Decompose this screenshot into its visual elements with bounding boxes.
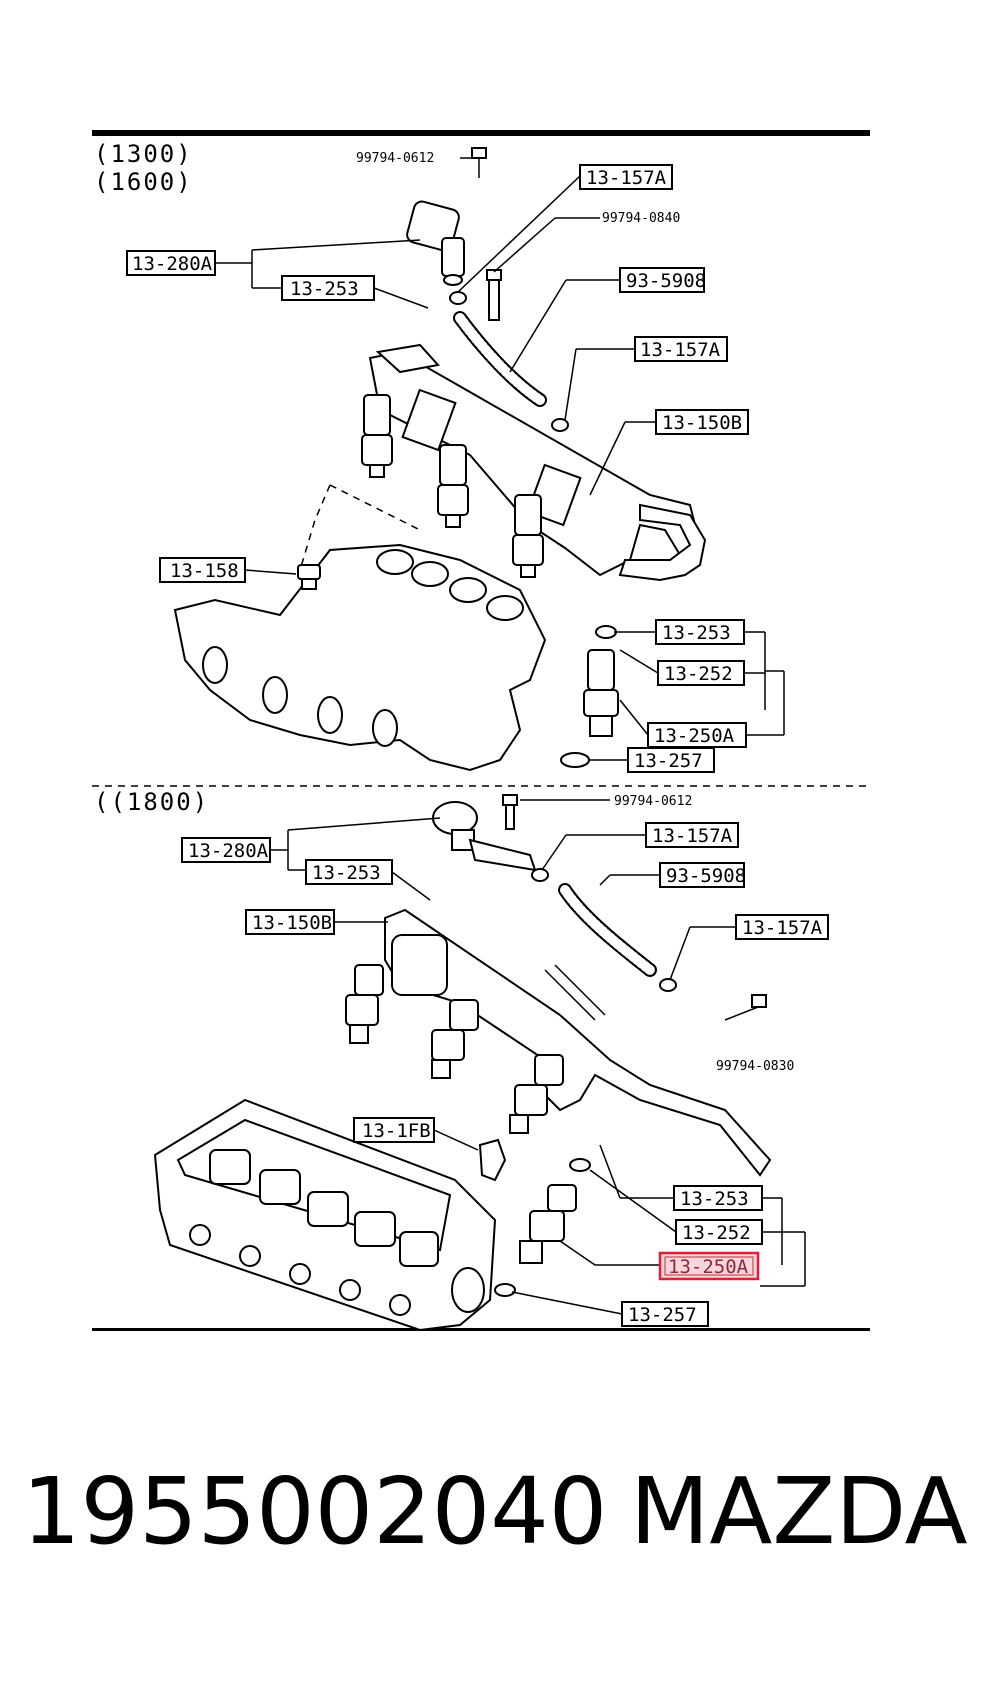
label-bolt-top-a: 99794-0612	[356, 151, 434, 166]
bottom-assembly	[153, 794, 806, 1332]
callout-bottom-insulator[interactable]: 13-257	[621, 1301, 709, 1327]
rail-injector-1	[361, 394, 393, 478]
callout-top-seal[interactable]: 13-252	[657, 660, 745, 686]
top-assembly	[173, 147, 785, 772]
intake-manifold	[173, 543, 547, 772]
callout-bottom-clip-a[interactable]: 13-157A	[645, 822, 739, 848]
section-label-1300: (1300)	[94, 140, 193, 168]
clip-bottom-a	[531, 868, 549, 882]
rail-injector-3	[512, 494, 544, 578]
svg-text:13-257: 13-257	[628, 1304, 697, 1326]
svg-text:13-253: 13-253	[290, 278, 359, 300]
callout-top-regulator[interactable]: 13-280A	[126, 250, 216, 276]
bolt-bottom-a	[502, 794, 518, 830]
brand-name: MAZDA	[630, 1458, 968, 1565]
clip-top-b	[551, 418, 569, 432]
section-label-1600: (1600)	[94, 168, 193, 196]
svg-text:13-253: 13-253	[662, 622, 731, 644]
callout-top-oring-a[interactable]: 13-253	[281, 275, 375, 301]
rail-injector-b2	[431, 999, 479, 1079]
svg-text:13-252: 13-252	[664, 663, 733, 685]
svg-text:93-5908: 93-5908	[626, 270, 706, 292]
callout-bottom-sensor[interactable]: 13-1FB	[353, 1117, 435, 1143]
svg-text:13-257: 13-257	[634, 750, 703, 772]
callout-top-rail[interactable]: 13-150B	[655, 409, 749, 435]
part-number: 1955002040	[22, 1458, 608, 1565]
pressure-regulator-top	[406, 200, 465, 286]
callout-bottom-oring-b[interactable]: 13-253	[673, 1185, 763, 1211]
svg-text:13-252: 13-252	[682, 1222, 751, 1244]
top-rule	[92, 130, 870, 136]
callout-top-clip-a[interactable]: 13-157A	[579, 164, 673, 190]
callout-bottom-injector-highlighted[interactable]: 13-250A	[658, 1251, 760, 1281]
label-bolt-bottom-a: 99794-0612	[614, 794, 692, 809]
exploded-injector-bottom	[494, 1158, 591, 1297]
callout-top-oring-b[interactable]: 13-253	[655, 619, 745, 645]
svg-text:13-250A: 13-250A	[654, 725, 735, 747]
callout-top-injector[interactable]: 13-250A	[647, 722, 747, 748]
rail-injector-b1	[345, 964, 384, 1044]
svg-text:13-157A: 13-157A	[640, 339, 721, 361]
clip-top-a	[449, 291, 467, 305]
svg-text:13-1FB: 13-1FB	[362, 1120, 431, 1142]
svg-text:13-253: 13-253	[312, 862, 381, 884]
clip-bottom-b	[659, 978, 677, 992]
svg-text:13-150B: 13-150B	[252, 912, 332, 934]
callout-bottom-hose[interactable]: 93-5908	[659, 862, 746, 888]
svg-text:13-157A: 13-157A	[652, 825, 733, 847]
bolt-bottom-b	[724, 994, 767, 1021]
callout-top-insulator[interactable]: 13-257	[627, 747, 715, 773]
svg-text:13-253: 13-253	[680, 1188, 749, 1210]
callout-top-damper[interactable]: 13-158	[159, 557, 246, 583]
sensor-bottom	[478, 1138, 507, 1182]
callout-bottom-regulator[interactable]: 13-280A	[181, 837, 271, 863]
svg-text:13-250A: 13-250A	[668, 1256, 749, 1278]
callout-bottom-oring-a[interactable]: 13-253	[305, 859, 393, 885]
callout-top-clip-b[interactable]: 13-157A	[634, 336, 728, 362]
svg-text:13-280A: 13-280A	[132, 253, 213, 275]
callout-bottom-seal[interactable]: 13-252	[675, 1219, 763, 1245]
svg-text:13-150B: 13-150B	[662, 412, 742, 434]
exploded-injector-top	[560, 625, 619, 768]
label-bolt-bottom-b: 99794-0830	[716, 1059, 794, 1074]
bolt-top-a	[471, 147, 487, 178]
svg-text:13-157A: 13-157A	[742, 917, 823, 939]
callout-bottom-clip-b[interactable]: 13-157A	[735, 914, 829, 940]
callout-bottom-rail[interactable]: 13-150B	[245, 909, 335, 935]
svg-text:13-157A: 13-157A	[586, 167, 667, 189]
svg-text:13-158: 13-158	[170, 560, 239, 582]
rail-injector-2	[437, 444, 469, 528]
bolt-top-b	[486, 269, 502, 321]
pulsation-damper	[297, 564, 321, 590]
callout-top-hose[interactable]: 93-5908	[619, 267, 706, 293]
rail-injector-b3	[509, 1054, 564, 1134]
section-label-1800: ((1800)	[94, 788, 209, 816]
bottom-rule	[92, 1328, 870, 1331]
svg-text:93-5908: 93-5908	[666, 865, 746, 887]
pressure-regulator-bottom	[432, 801, 537, 872]
svg-text:13-280A: 13-280A	[188, 840, 269, 862]
label-bolt-top-b: 99794-0840	[602, 211, 680, 226]
